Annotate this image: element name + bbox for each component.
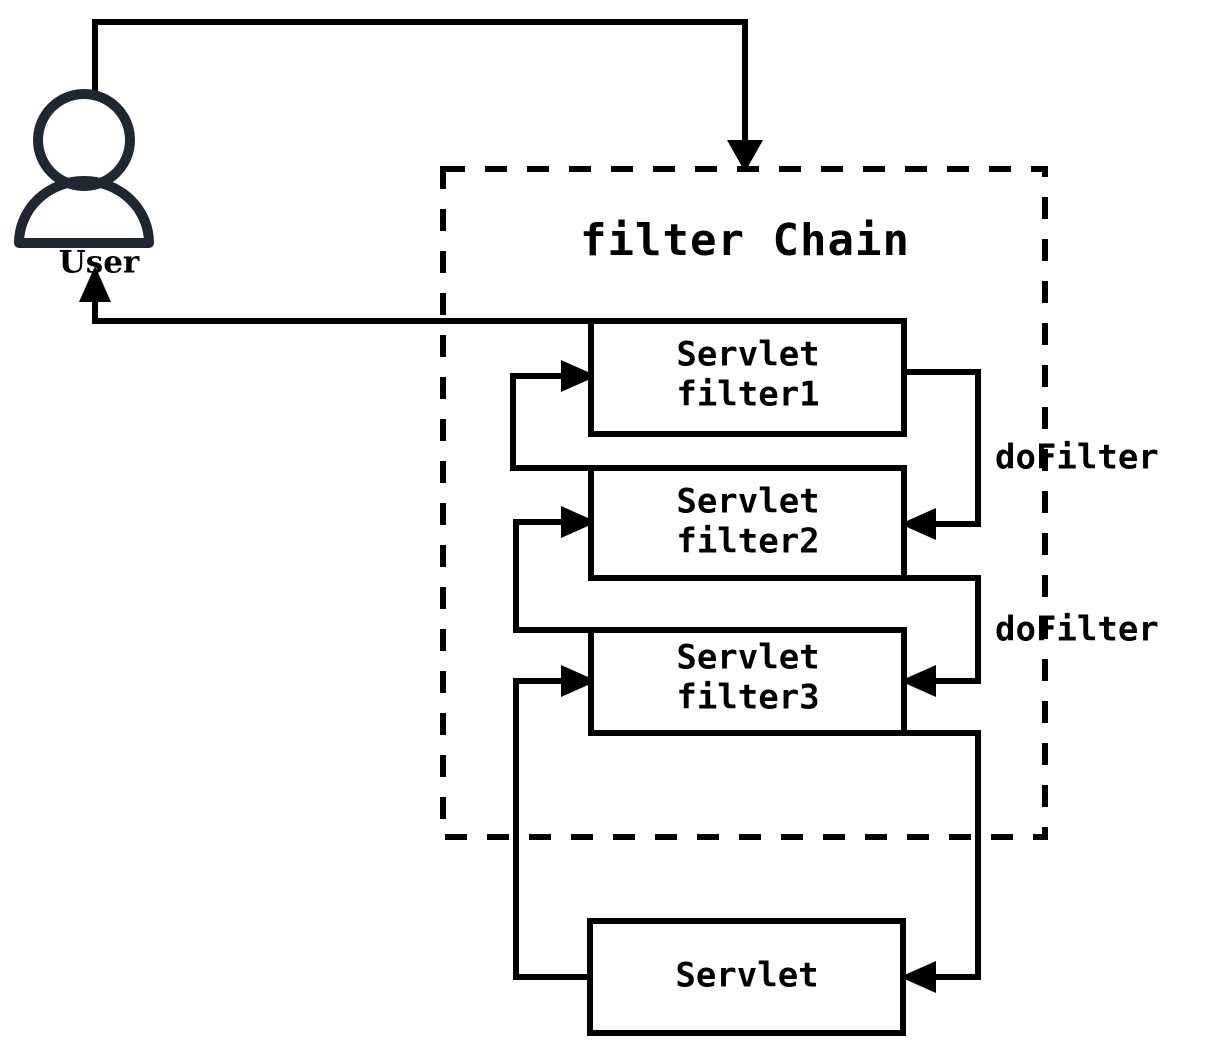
- node-servlet[interactable]: Servlet: [587, 918, 906, 1036]
- arrowhead-filter3-to-servlet: [900, 961, 936, 993]
- arrowhead-request-in: [727, 140, 763, 172]
- edge-request-in: [92, 19, 763, 172]
- filter-chain-title: filter Chain: [580, 215, 910, 266]
- arrowhead-filter3-to-filter2: [561, 506, 597, 538]
- edge-filter2-to-filter3: [900, 575, 981, 697]
- edge-filter2-to-filter1: [510, 360, 597, 471]
- node-servlet-label: Servlet: [675, 956, 818, 996]
- node-filter3-line2: filter3: [676, 678, 819, 718]
- node-filter2-line1: Servlet: [676, 482, 819, 522]
- node-filter3[interactable]: Servlet filter3: [588, 627, 907, 736]
- arrowhead-servlet-to-filter3: [561, 665, 597, 697]
- node-filter2-line2: filter2: [676, 522, 819, 562]
- node-filter1-line2: filter1: [676, 375, 819, 415]
- edge-servlet-to-filter3: [513, 665, 597, 980]
- person-body-icon: [14, 176, 154, 248]
- edge-response-out: [79, 266, 591, 324]
- dofilter-label-2: doFilter: [995, 610, 1159, 650]
- edge-filter1-to-filter2: [900, 369, 981, 540]
- arrowhead-filter2-to-filter1: [561, 360, 597, 392]
- node-filter1-line1: Servlet: [676, 335, 819, 375]
- arrowhead-filter1-to-filter2: [900, 508, 936, 540]
- node-filter1[interactable]: Servlet filter1: [588, 318, 907, 437]
- user-actor: [14, 89, 154, 248]
- user-actor-label: User: [59, 245, 140, 281]
- dofilter-label-1: doFilter: [995, 438, 1159, 478]
- edge-filter3-to-servlet: [900, 730, 981, 993]
- person-head-icon: [33, 89, 135, 191]
- node-filter3-line1: Servlet: [676, 638, 819, 678]
- arrowhead-filter2-to-filter3: [900, 665, 936, 697]
- edge-filter3-to-filter2: [513, 506, 597, 633]
- node-filter2[interactable]: Servlet filter2: [588, 465, 907, 581]
- arrowhead-response-out: [79, 266, 111, 302]
